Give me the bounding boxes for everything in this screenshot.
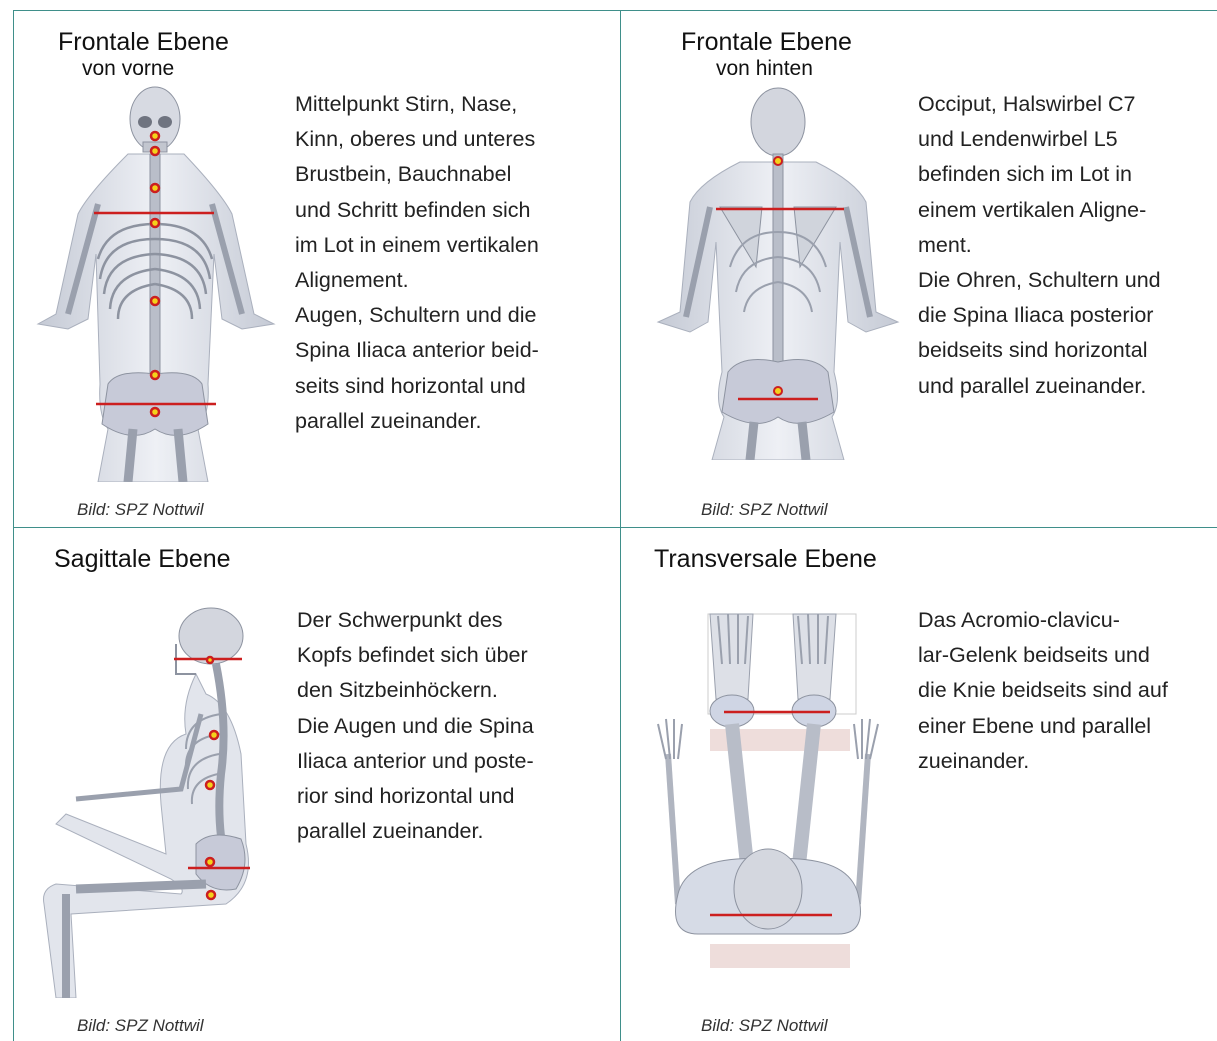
border-left [13,10,14,1041]
panel-description: Der Schwerpunkt des Kopfs befindet sich … [297,603,607,849]
panel-description: Das Acromio-clavicu- lar-Gelenk beidseit… [918,603,1217,779]
panel-title: Frontale Ebene [681,28,852,56]
skeleton-side-icon [36,604,276,998]
image-credit: Bild: SPZ Nottwil [701,500,828,520]
image-credit: Bild: SPZ Nottwil [77,500,204,520]
panel-subtitle: von vorne [82,58,174,80]
image-credit: Bild: SPZ Nottwil [77,1016,204,1036]
panel-description: Occiput, Halswirbel C7 und Lendenwirbel … [918,87,1217,404]
panel-title: Frontale Ebene [58,28,229,56]
skeleton-front-icon [28,84,284,482]
border-row [13,527,1217,528]
image-credit: Bild: SPZ Nottwil [701,1016,828,1036]
skeleton-back-icon [650,82,906,460]
border-middle [620,10,621,1041]
panel-description: Mittelpunkt Stirn, Nase, Kinn, oberes un… [295,87,615,439]
skeleton-top-icon [648,604,888,970]
panel-title: Sagittale Ebene [54,545,231,573]
border-top [13,10,1217,11]
panel-title: Transversale Ebene [654,545,877,573]
panel-subtitle: von hinten [716,58,813,80]
